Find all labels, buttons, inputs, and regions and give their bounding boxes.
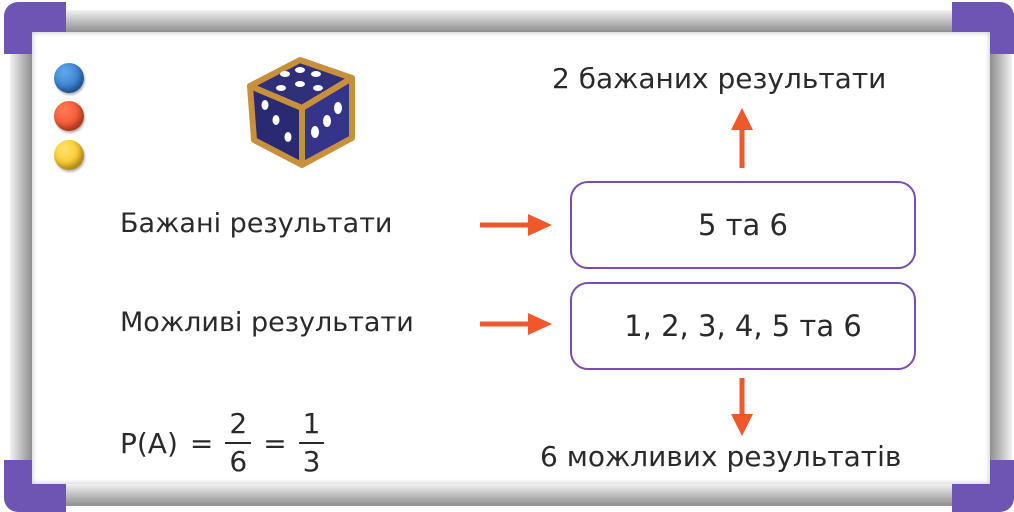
fraction-two-sixths: 2 6: [225, 410, 251, 476]
desired-count-caption: 2 бажаних результати: [552, 62, 886, 95]
desired-values-text: 5 та 6: [698, 208, 788, 242]
possible-values-box: 1, 2, 3, 4, 5 та 6: [570, 282, 916, 370]
fraction2-numerator: 1: [299, 410, 325, 442]
fraction-one-third: 1 3: [299, 410, 325, 476]
fraction1-numerator: 2: [225, 410, 251, 442]
fraction1-denominator: 6: [225, 442, 251, 476]
formula-equals-2: =: [263, 427, 286, 460]
arrow-to-possible-box: [480, 313, 552, 335]
possible-values-text: 1, 2, 3, 4, 5 та 6: [624, 309, 862, 343]
fraction2-denominator: 3: [299, 442, 325, 476]
formula-lhs: P(A): [120, 427, 178, 460]
die-icon: [250, 60, 352, 165]
possible-count-caption: 6 можливих результатів: [540, 440, 901, 473]
arrow-up-to-desired-caption: [731, 108, 753, 168]
probability-formula: P(A) = 2 6 = 1 3: [120, 410, 324, 476]
possible-outcomes-label: Можливі результати: [120, 307, 414, 338]
formula-equals-1: =: [190, 427, 213, 460]
desired-outcomes-label: Бажані результати: [120, 208, 392, 239]
arrow-down-to-possible-caption: [731, 378, 753, 436]
arrow-to-desired-box: [480, 214, 552, 236]
desired-values-box: 5 та 6: [570, 181, 916, 269]
